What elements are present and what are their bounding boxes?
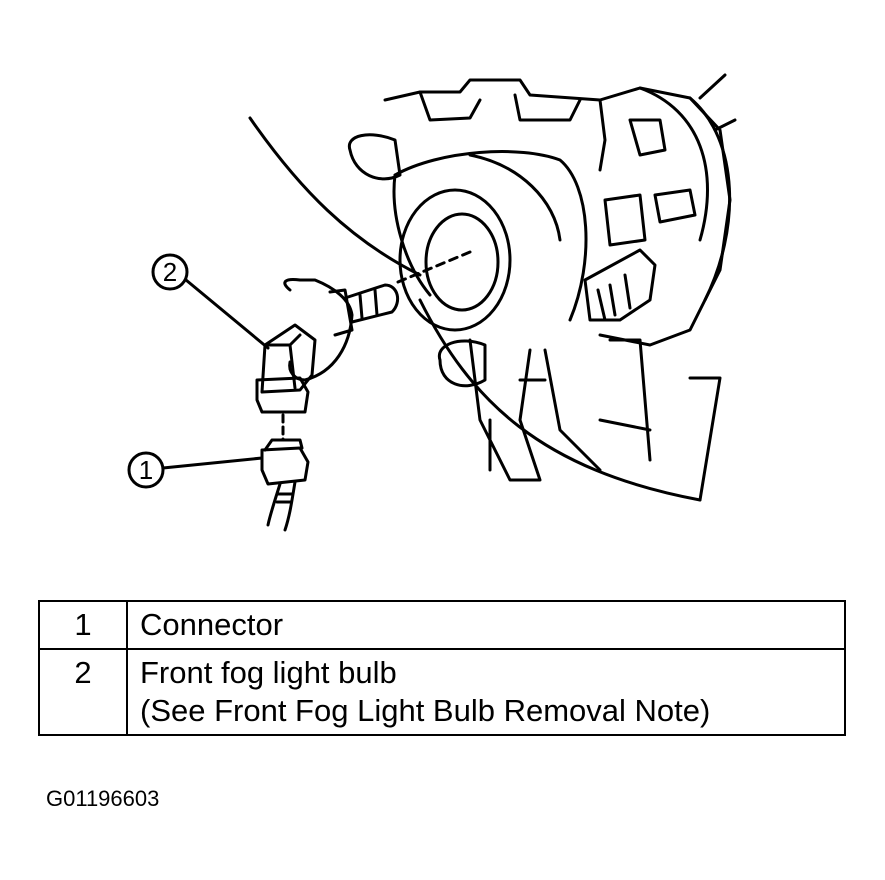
insertion-guide-line (396, 250, 472, 284)
legend-description-line: Connector (140, 607, 284, 642)
legend-row: 2 Front fog light bulb (See Front Fog Li… (38, 648, 846, 736)
legend-number: 2 (38, 648, 128, 736)
figure-id: G01196603 (46, 786, 160, 811)
fog-lamp-housing (347, 73, 737, 482)
svg-text:1: 1 (139, 455, 153, 485)
legend-description: Front fog light bulb (See Front Fog Ligh… (126, 648, 846, 736)
legend-description-line: Front fog light bulb (140, 655, 397, 690)
bumper-edge-line (248, 116, 422, 277)
harness-connector (260, 438, 310, 532)
bulb-socket-opening (398, 188, 512, 332)
housing-lower-line (418, 298, 702, 502)
callout-2: 2 (151, 253, 270, 350)
legend-description-line: (See Front Fog Light Bulb Removal Note) (140, 693, 711, 728)
legend-number: 1 (38, 600, 128, 650)
fog-light-bulb (255, 278, 400, 414)
fog-light-illustration: 2 1 (127, 73, 737, 532)
housing-right-line (688, 376, 722, 502)
legend-row: 1 Connector (38, 600, 846, 650)
legend-table: 1 Connector 2 Front fog light bulb (See … (38, 600, 846, 736)
legend-description: Connector (126, 600, 846, 650)
svg-text:2: 2 (163, 257, 177, 287)
callout-1: 1 (127, 451, 264, 489)
